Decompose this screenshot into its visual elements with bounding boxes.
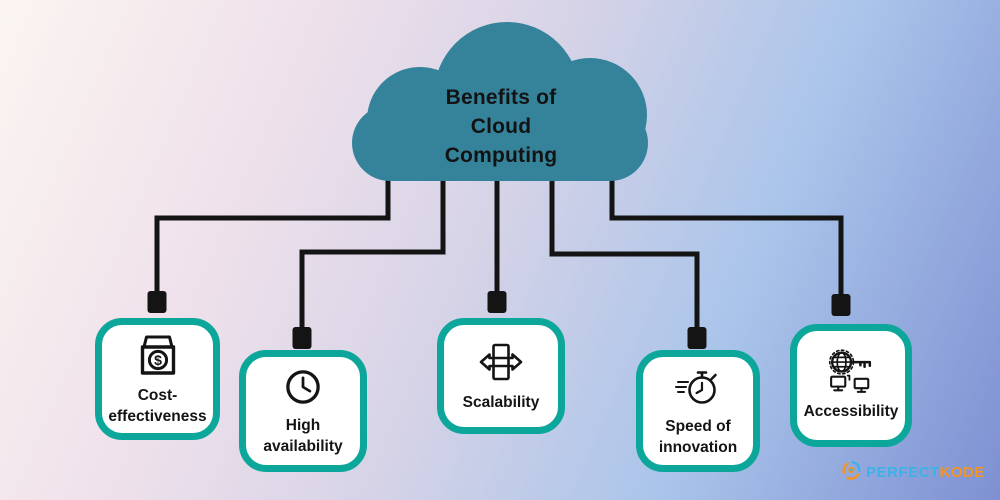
benefit-card-scalability: Scalability [437,318,565,434]
benefit-card-cost-effectiveness: $ Cost- effectiveness [95,318,220,440]
connector-speed [549,176,700,330]
svg-text:$: $ [154,352,162,368]
connector-cost [154,176,391,293]
plug-availability [292,327,312,349]
benefit-label-accessibility: Accessibility [803,402,899,420]
stopwatch-icon [673,364,723,410]
brand-logo: PERFECTKODE [840,459,985,486]
cloud-shape [352,22,648,181]
benefit-label-cost-effectiveness: Cost- effectiveness [108,387,207,425]
plug-speed [687,327,707,349]
brand-name-secondary: KODE [939,464,985,481]
plug-scalability [487,291,507,313]
plug-accessibility [831,294,851,316]
benefit-card-accessibility: Accessibility [790,324,912,447]
diagram-title: Benefits of Cloud Computing [444,86,558,167]
benefit-card-high-availability: High availability [239,350,367,472]
globe-key-icon [822,349,880,395]
brand-name-primary: PERFECT [866,464,940,481]
brand-logo-icon [840,459,862,486]
benefit-label-scalability: Scalability [462,394,540,412]
plug-cost [147,291,167,313]
connector-availability [299,176,446,330]
benefit-card-speed-of-innovation: Speed of innovation [636,350,760,472]
scale-arrows-icon [477,338,525,386]
brand-logo-text: PERFECTKODE [866,464,985,481]
connector-lines [147,176,851,349]
money-box-icon: $ [134,331,182,379]
connector-accessibility [609,176,844,297]
benefit-label-speed-of-innovation: Speed of innovation [658,418,738,456]
clock-icon [281,365,325,409]
benefit-label-high-availability: High availability [263,417,343,455]
